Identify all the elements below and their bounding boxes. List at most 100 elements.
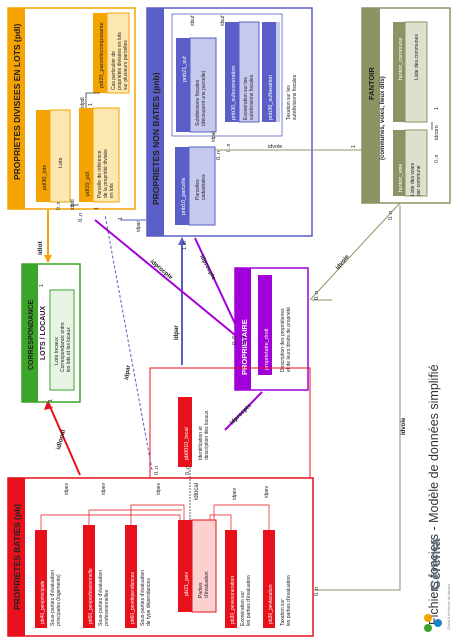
table-desc-1: Description des propriétaires (280, 308, 286, 372)
table-desc-2: les parties d'évaluation (286, 575, 292, 626)
link-label: idpev (264, 486, 270, 498)
table-desc-2: subdivisions fiscales (249, 74, 255, 120)
table-desc-3: en lots (109, 183, 115, 198)
correspondance-block: CORRESPONDANCE LOTS / LOCAUX Lots locaux… (21, 263, 81, 403)
table-name: proprietaire_droit (264, 328, 270, 370)
card-12: 0..n (314, 587, 320, 596)
card-label: 1 (88, 103, 94, 106)
proprietaire-title: PROPRIETAIRE (240, 319, 249, 375)
link-label: idsuf (190, 15, 196, 26)
table-desc-2: de la propriété divisée (103, 149, 109, 198)
table-name: pb36_pevtaxation (268, 584, 274, 624)
brand-tagline: Climat & territoires de demain (447, 584, 451, 630)
table-desc-2: par commune (416, 165, 422, 196)
brand-name: Cerema (427, 538, 443, 590)
correspondance-title-2: LOTS / LOCAUX (40, 306, 47, 360)
table-pnb36: pnb36_suftaxation Taxation sur les subdi… (262, 22, 298, 122)
nonbaties-block-title: PROPRIETES NON BATIES (pnb) (151, 72, 161, 205)
table-desc-1: Parcelle de référence (97, 150, 103, 198)
baties-block-title: PROPRIETES BATIES (pb) (12, 504, 22, 610)
card-2: 1 (48, 399, 54, 402)
lots-block-title: PROPRIETES DIVISEES EN LOTS (pdl) (12, 24, 22, 180)
nonbaties-block: PROPRIETES NON BATIES (pnb) pnb21_suf Su… (146, 7, 313, 237)
link-label: idpev (156, 483, 162, 495)
fantoir-block: FANTOIR (communes, voies, lieux dits) fa… (361, 7, 451, 204)
table-name: pb60_pevdependances (130, 572, 136, 624)
table-desc-2: cadastrales (201, 174, 207, 200)
table-name: pb40_pevprincipale (40, 580, 46, 624)
cerema-logo: Cerema Climat & territoires de demain (424, 538, 451, 632)
link-idpar-2: idpar (174, 325, 180, 340)
table-desc-1: Subdivisions fiscales (195, 79, 201, 126)
card-13: 1 (118, 217, 124, 220)
table-pnb30: pnb30_sufexoneration Exonération sur les… (225, 21, 260, 123)
card-11: 0..n (388, 211, 394, 220)
link-idpar: idpar (124, 364, 132, 380)
table-desc-1: Exonération sur les (243, 77, 249, 120)
table-name: pb50_pevprofessionnelle (88, 568, 94, 624)
table-name: pnb21_suf (182, 56, 188, 82)
table-pdl10: pdl10_pdl Parcelle de référence de la pr… (79, 107, 120, 203)
link-idvoie-1: idvoie (268, 144, 282, 150)
link-idprocpte-2: idprocpte (198, 254, 216, 282)
table-desc-1: Identification et (198, 426, 204, 460)
card-4: 0..n (185, 466, 191, 475)
table-desc-2: d'évaluation (204, 571, 210, 598)
link-label: idsuf (220, 15, 226, 26)
link-idvoie-2: idvoie (335, 254, 351, 272)
correspondance-title-1: CORRESPONDANCE (28, 300, 35, 370)
table-name: fantoir_commune (398, 38, 404, 81)
table-name: Lots locaux (54, 337, 60, 365)
table-desc-2: (découpent une parcelle) (201, 70, 207, 126)
link-label: idpar (211, 131, 217, 142)
card-7: 1..n (182, 241, 188, 250)
table-desc-1: Parties (198, 582, 204, 598)
card-3: 0..n (154, 466, 160, 475)
proprietaire-block: PROPRIETAIRE proprietaire_droit Descript… (234, 267, 309, 391)
link-label: idpdl (70, 199, 76, 210)
table-pnb10: pnb10_parcelle Parcelles cadastrales (175, 146, 216, 226)
table-pnb21: pnb21_suf Subdivisions fiscales (découpe… (176, 37, 217, 133)
card-8: 1 (351, 145, 357, 148)
diagram-title: Fichiers fonciers - Modèle de données si… (427, 364, 441, 625)
link-idprocpte-3: idprocpte (229, 402, 253, 426)
link-label: idpev (101, 483, 107, 495)
fantoir-title-2: (communes, voies, lieux dits) (380, 76, 386, 160)
link-idpar-3: idpar (136, 221, 142, 232)
card-14: 0..n (78, 213, 84, 222)
card-5: 0..6 (232, 336, 238, 345)
table-desc-1: Liste des voies (410, 162, 416, 196)
fantoir-title-1: FANTOIR (367, 67, 376, 100)
table-desc-2: de type dépendances (146, 578, 152, 626)
card-label: 0..n (226, 143, 232, 152)
table-desc-2: propriétés divisées en lots (117, 32, 123, 90)
lots-block: PROPRIETES DIVISEES EN LOTS (pdl) pdl20_… (7, 7, 136, 210)
table-desc-1: Sous-parties d'évaluation (140, 570, 146, 626)
table-desc-1: Cas particulier de (111, 51, 117, 90)
table-name: pb0010_local (184, 427, 190, 460)
card-label: 0..n (56, 201, 62, 210)
table-desc-2: subdivisions fiscales (292, 74, 298, 120)
table-desc-2: et de leurs droits de propriété (286, 307, 292, 372)
link-idprocpte-1: idprocpte (149, 259, 174, 282)
baties-block: PROPRIETES BATIES (pb) pb40_pevprincipal… (7, 367, 314, 637)
table-desc-2: professionnelles (104, 589, 110, 626)
link-idlot: idlot (37, 240, 44, 255)
table-desc-2: principales (logements) (56, 574, 62, 626)
table-name: fantoir_voie (398, 164, 404, 192)
card-10: 0..n (314, 291, 320, 300)
table-desc-1: Correspondance entre (60, 322, 66, 372)
table-name: pdl30_lots (42, 165, 48, 190)
card-6: 0..6 (241, 336, 247, 345)
link-label: idpdl (80, 97, 86, 108)
table-name: pnb36_suftaxation (268, 75, 274, 120)
cardinalities: 1 1 0..n 0..n 0..6 0..6 1..n 1 0..n 0..n… (39, 145, 394, 596)
card-1: 1 (39, 284, 45, 287)
table-name: pnb10_parcelle (181, 177, 187, 215)
table-desc-2: description des locaux (204, 410, 210, 460)
table-desc-1: Parcelles (195, 179, 201, 200)
link-label: idpev (232, 488, 238, 500)
table-desc-2: les lots et les locaux (66, 327, 72, 372)
link-label: idpev (64, 483, 70, 495)
